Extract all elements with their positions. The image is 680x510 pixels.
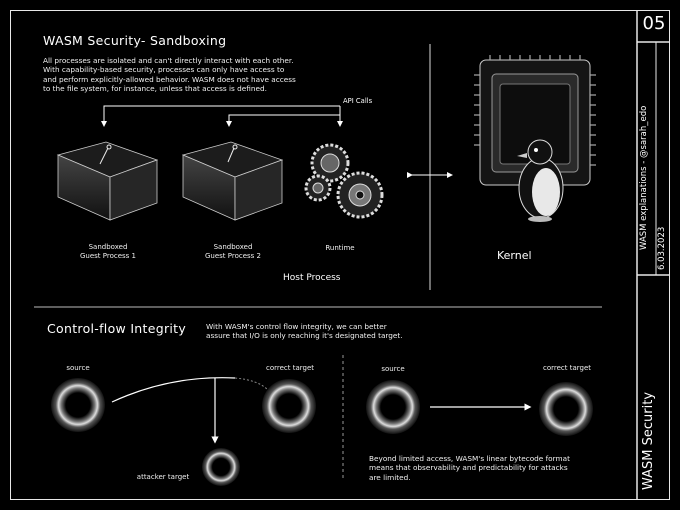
cfi-right-source-portal [366, 380, 420, 434]
api-calls-arrows [101, 105, 343, 127]
cfi-footer-text: Beyond limited access, WASM's linear byt… [369, 454, 609, 482]
cfi-attacker-target-portal [202, 448, 240, 486]
cfi-description: With WASM's control flow integrity, we c… [206, 322, 466, 341]
cfi-attacker-target-label: attacker target [136, 473, 190, 481]
runtime-gears-icon [304, 143, 384, 219]
runtime-label: Runtime [325, 244, 355, 252]
sandbox-box-1 [56, 141, 159, 221]
cfi-curved-flow-dotted [234, 377, 269, 391]
cfi-right-correct-target-portal [539, 382, 593, 436]
label-line: Sandboxed [88, 243, 128, 251]
sandboxing-title: WASM Security- Sandboxing [43, 33, 227, 48]
penguin-icon [517, 139, 564, 222]
guest-process-1-label: Sandboxed Guest Process 1 [58, 243, 158, 261]
cfi-left-source-label: source [66, 364, 90, 372]
description-line: to the file system, for instance, unless… [43, 84, 267, 94]
host-process-label: Host Process [283, 273, 341, 283]
cfi-left-source-portal [51, 378, 105, 432]
page-frame [10, 10, 670, 500]
footer-line: are limited. [369, 472, 411, 482]
label-line: Guest Process 1 [79, 252, 137, 260]
api-calls-label: API Calls [343, 97, 373, 105]
description-line: All processes are isolated and can't dir… [43, 56, 294, 65]
sandbox-box-2 [181, 141, 284, 221]
page-number: 05 [642, 13, 666, 34]
kernel-label: Kernel [497, 249, 532, 262]
cfi-right-correct-target-label: correct target [542, 364, 592, 372]
description-line: With capability-based security, processe… [43, 65, 285, 75]
footer-line: Beyond limited access, WASM's linear byt… [369, 454, 570, 463]
footer-line: means that observability and predictabil… [369, 463, 568, 473]
description-line: and perform explicitly-allowed behavior.… [43, 74, 296, 84]
cfi-left-correct-target-label: correct target [265, 364, 315, 372]
description-line: With WASM's control flow integrity, we c… [206, 322, 387, 331]
cfi-left-correct-target-portal [262, 379, 316, 433]
guest-process-2-label: Sandboxed Guest Process 2 [183, 243, 283, 261]
sandboxing-description: All processes are isolated and can't dir… [43, 56, 343, 94]
label-line: Guest Process 2 [204, 252, 262, 260]
cfi-right-source-label: source [381, 365, 405, 373]
description-line: assure that I/O is only reaching it's de… [206, 331, 403, 341]
cfi-title: Control-flow Integrity [47, 321, 187, 336]
label-line: Sandboxed [213, 243, 253, 251]
cfi-curved-flow-line [111, 377, 236, 403]
